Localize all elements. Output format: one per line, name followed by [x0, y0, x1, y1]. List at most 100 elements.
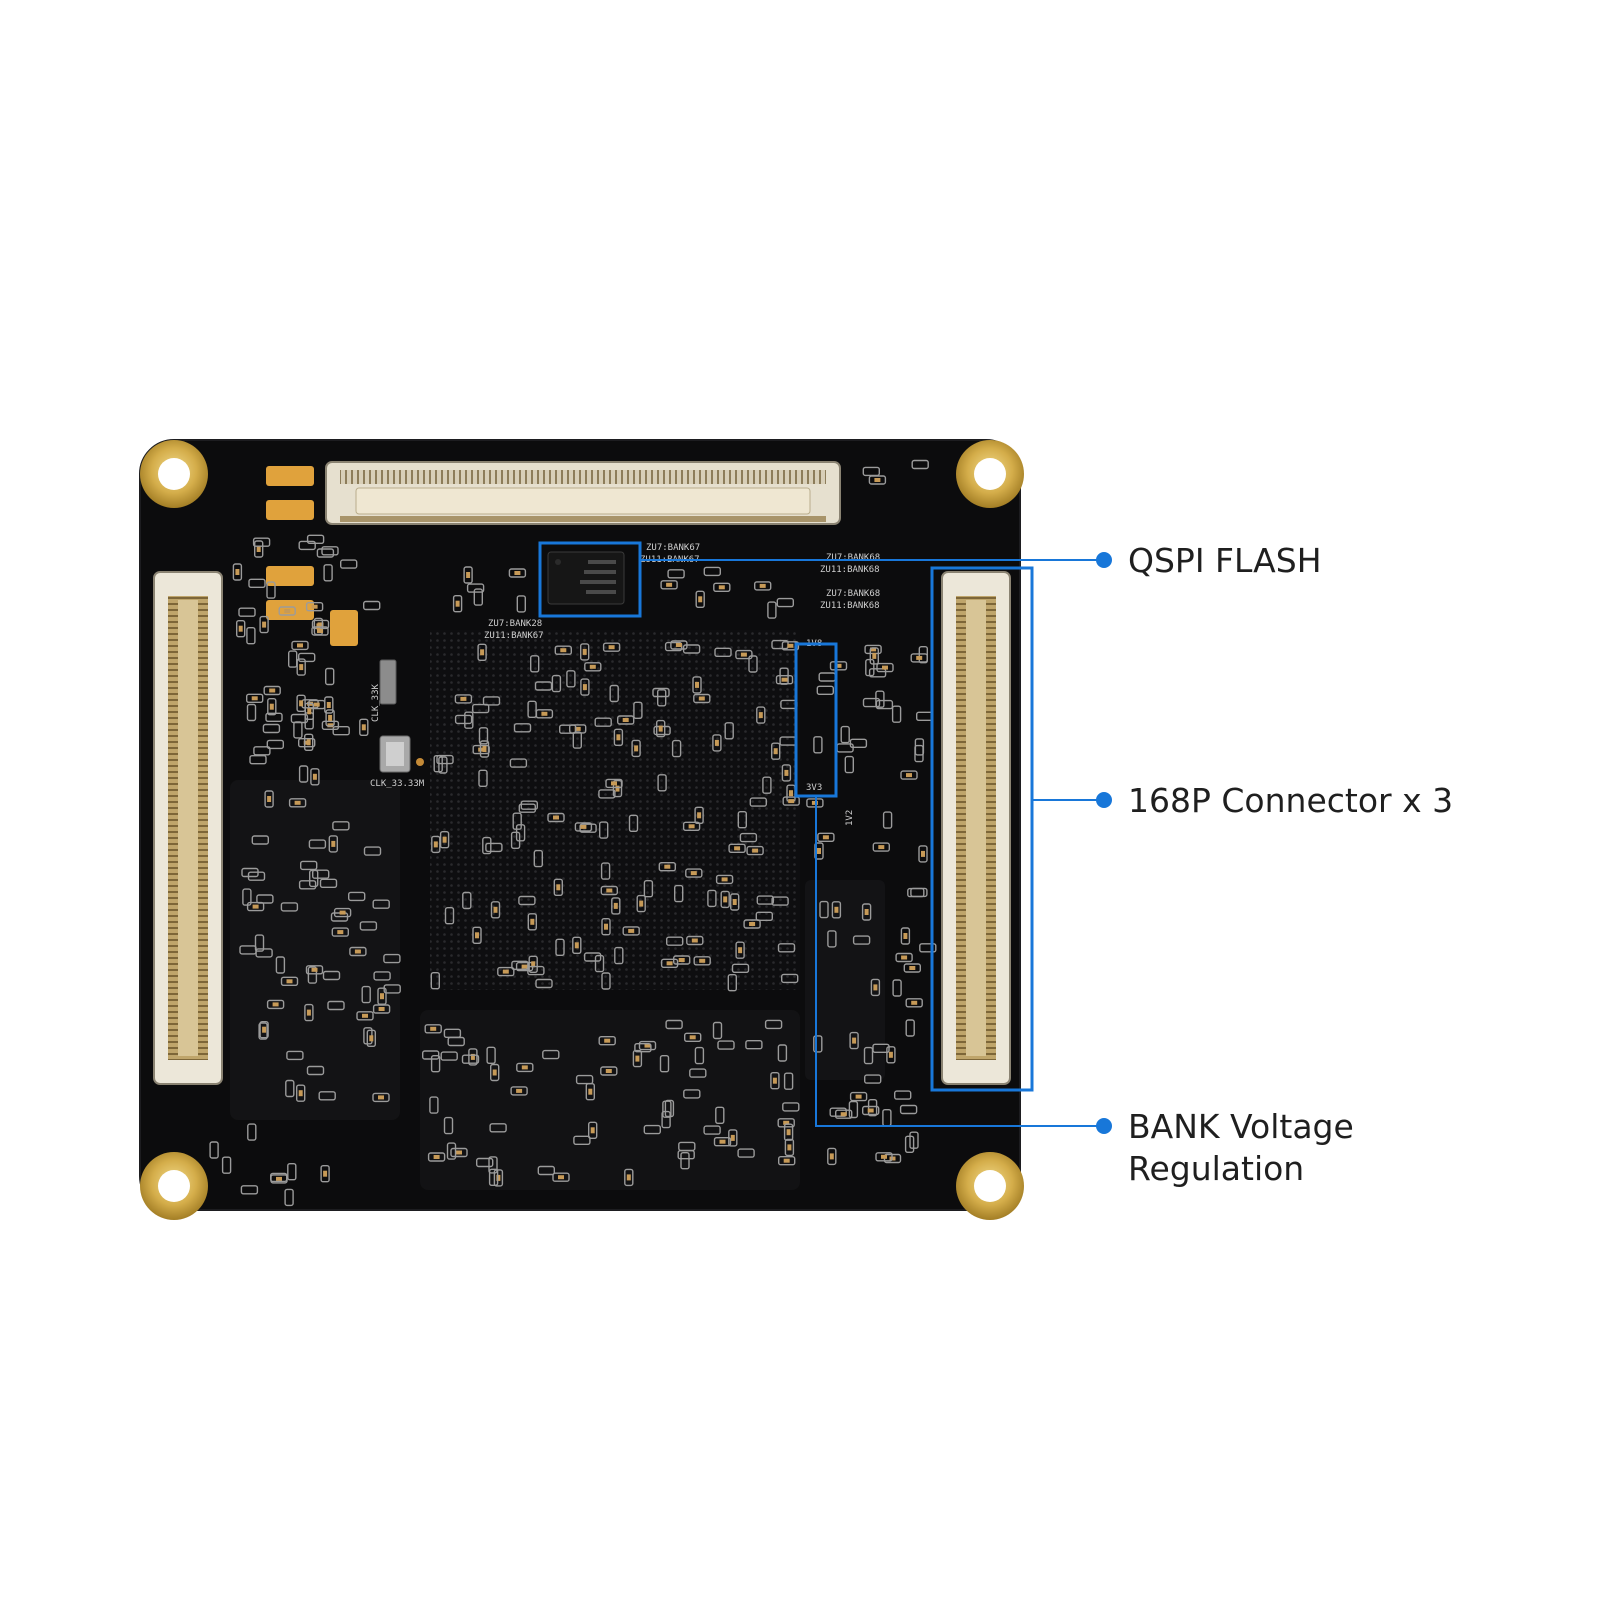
smd-component-body [530, 918, 535, 925]
smd-component-body [272, 1002, 279, 1007]
smd-component-body [635, 1055, 640, 1062]
smd-component [520, 800, 538, 810]
callout-labels: QSPI FLASH 168P Connector x 3 BANK Volta… [1128, 541, 1453, 1188]
smd-component-body [262, 621, 267, 628]
smd-component [463, 566, 473, 584]
smd-component [727, 974, 737, 992]
silk-bank-label: ZU7:BANK68 [826, 553, 880, 563]
smd-component [674, 884, 684, 903]
smd-component [694, 1046, 705, 1065]
smd-component [430, 1054, 441, 1073]
smd-component [900, 770, 918, 780]
smd-component [579, 823, 597, 833]
silk-bank-label: ZU11:BANK68 [820, 601, 880, 611]
smd-component [781, 764, 792, 782]
trace-region [230, 780, 400, 1120]
smd-component [601, 972, 611, 990]
smd-component-body [514, 571, 521, 575]
smd-component [844, 755, 854, 774]
smd-component-body [690, 871, 697, 876]
smd-component [914, 744, 924, 763]
smd-component [429, 1096, 439, 1114]
smd-component-body [719, 1139, 726, 1144]
smd-component [771, 742, 781, 760]
smd-component-body [256, 546, 261, 552]
smd-component [304, 1003, 314, 1022]
smd-component [728, 1129, 738, 1147]
smd-component [258, 1022, 268, 1040]
smd-component-body [697, 812, 702, 819]
smd-component-body [433, 1155, 440, 1159]
smd-component-body [611, 781, 617, 786]
silk-clk-label: CLK_33K [371, 683, 381, 722]
smd-component [848, 1100, 859, 1119]
smd-component [717, 1040, 735, 1050]
smd-component [293, 721, 303, 739]
smd-component-body [470, 1053, 475, 1060]
smd-component-body [852, 1037, 857, 1044]
smd-component-body [496, 1174, 501, 1181]
smd-component [870, 978, 881, 997]
smd-components [209, 459, 937, 1207]
smd-component [715, 874, 734, 885]
smd-component [284, 1188, 294, 1207]
smd-component [756, 706, 766, 724]
smd-component [256, 894, 274, 904]
smd-component [253, 540, 264, 558]
smd-component [263, 685, 281, 696]
smd-component [321, 546, 339, 556]
smd-component [547, 812, 565, 823]
smd-component-body [834, 906, 839, 913]
smd-component-body [339, 910, 346, 915]
smd-component [477, 643, 487, 661]
callout-qspi-flash: QSPI FLASH [1128, 541, 1322, 580]
smd-component-body [783, 1120, 790, 1125]
smd-component-body [835, 663, 842, 668]
smd-component-body [588, 1088, 593, 1095]
smd-component [450, 1147, 468, 1158]
smd-component-body [337, 930, 344, 935]
smd-component [617, 715, 635, 725]
smd-component [270, 1172, 288, 1183]
smd-component-body [906, 773, 912, 778]
smd-component-body [840, 1112, 847, 1117]
smd-component [439, 831, 450, 849]
smd-component [754, 581, 772, 591]
smd-component-body [466, 572, 471, 578]
smd-component [530, 655, 540, 673]
smd-component [713, 582, 731, 592]
smd-component [703, 566, 721, 577]
smd-component [534, 681, 553, 691]
smd-component [427, 1152, 446, 1162]
silk-bank-label: ZU7:BANK28 [488, 619, 542, 629]
smd-component [767, 601, 777, 619]
smd-component [249, 755, 267, 765]
smd-component [713, 1136, 732, 1147]
smd-component-body [781, 677, 788, 682]
bank-voltage-dot [1096, 1118, 1112, 1134]
smd-component [377, 987, 387, 1005]
smd-component-body [582, 684, 587, 691]
smd-component [628, 814, 639, 832]
smd-component-body [888, 1051, 893, 1058]
smd-component [443, 1028, 462, 1039]
smd-component [310, 768, 320, 786]
bga-field [430, 630, 800, 990]
smd-component [910, 653, 928, 663]
smd-component [247, 1123, 257, 1141]
smd-component [882, 811, 893, 829]
smd-component-body [311, 967, 318, 972]
smd-component [682, 821, 701, 831]
smd-component [737, 1148, 755, 1158]
smd-component [771, 896, 789, 906]
smd-component [327, 1000, 345, 1011]
smd-component-body [378, 1095, 384, 1100]
smd-component [262, 723, 281, 734]
smd-component [488, 1168, 499, 1187]
smd-component [806, 798, 824, 808]
smd-component [781, 641, 800, 651]
tantalum-capacitor [286, 500, 314, 520]
smd-component-body [675, 643, 682, 647]
qspi-flash-dot [1096, 552, 1112, 568]
